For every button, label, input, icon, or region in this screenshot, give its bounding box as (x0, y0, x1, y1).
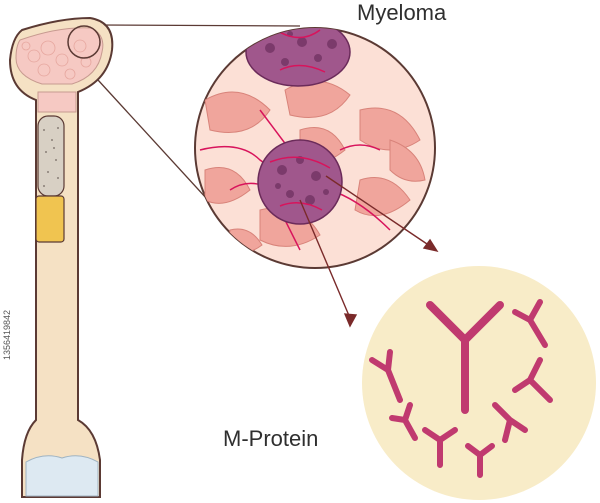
myeloma-cell (257, 139, 343, 225)
bone-head-highlight (67, 25, 101, 59)
myeloma-cell (245, 28, 351, 87)
antibody-icon (389, 402, 418, 441)
magnified-marrow-circle (194, 27, 436, 269)
m-protein-circle (362, 266, 596, 500)
label-m-protein: M-Protein (223, 426, 319, 451)
stock-id-text: 1356419842 (2, 309, 12, 360)
marrow-cavity (37, 115, 65, 197)
antibody-icon (422, 427, 458, 468)
antibody-icon (426, 301, 504, 414)
bone-cartilage (25, 455, 99, 497)
antibody-icon (369, 349, 403, 403)
spongy-bone-neck (37, 91, 77, 113)
antibody-icon (492, 402, 528, 443)
arrow-icon (299, 175, 439, 328)
antibody-icon (512, 299, 548, 348)
antibody-icon (512, 357, 553, 403)
bone-illustration (8, 16, 114, 498)
yellow-marrow (35, 195, 65, 243)
title-myeloma: Myeloma (357, 0, 447, 25)
antibody-icon (465, 443, 495, 478)
